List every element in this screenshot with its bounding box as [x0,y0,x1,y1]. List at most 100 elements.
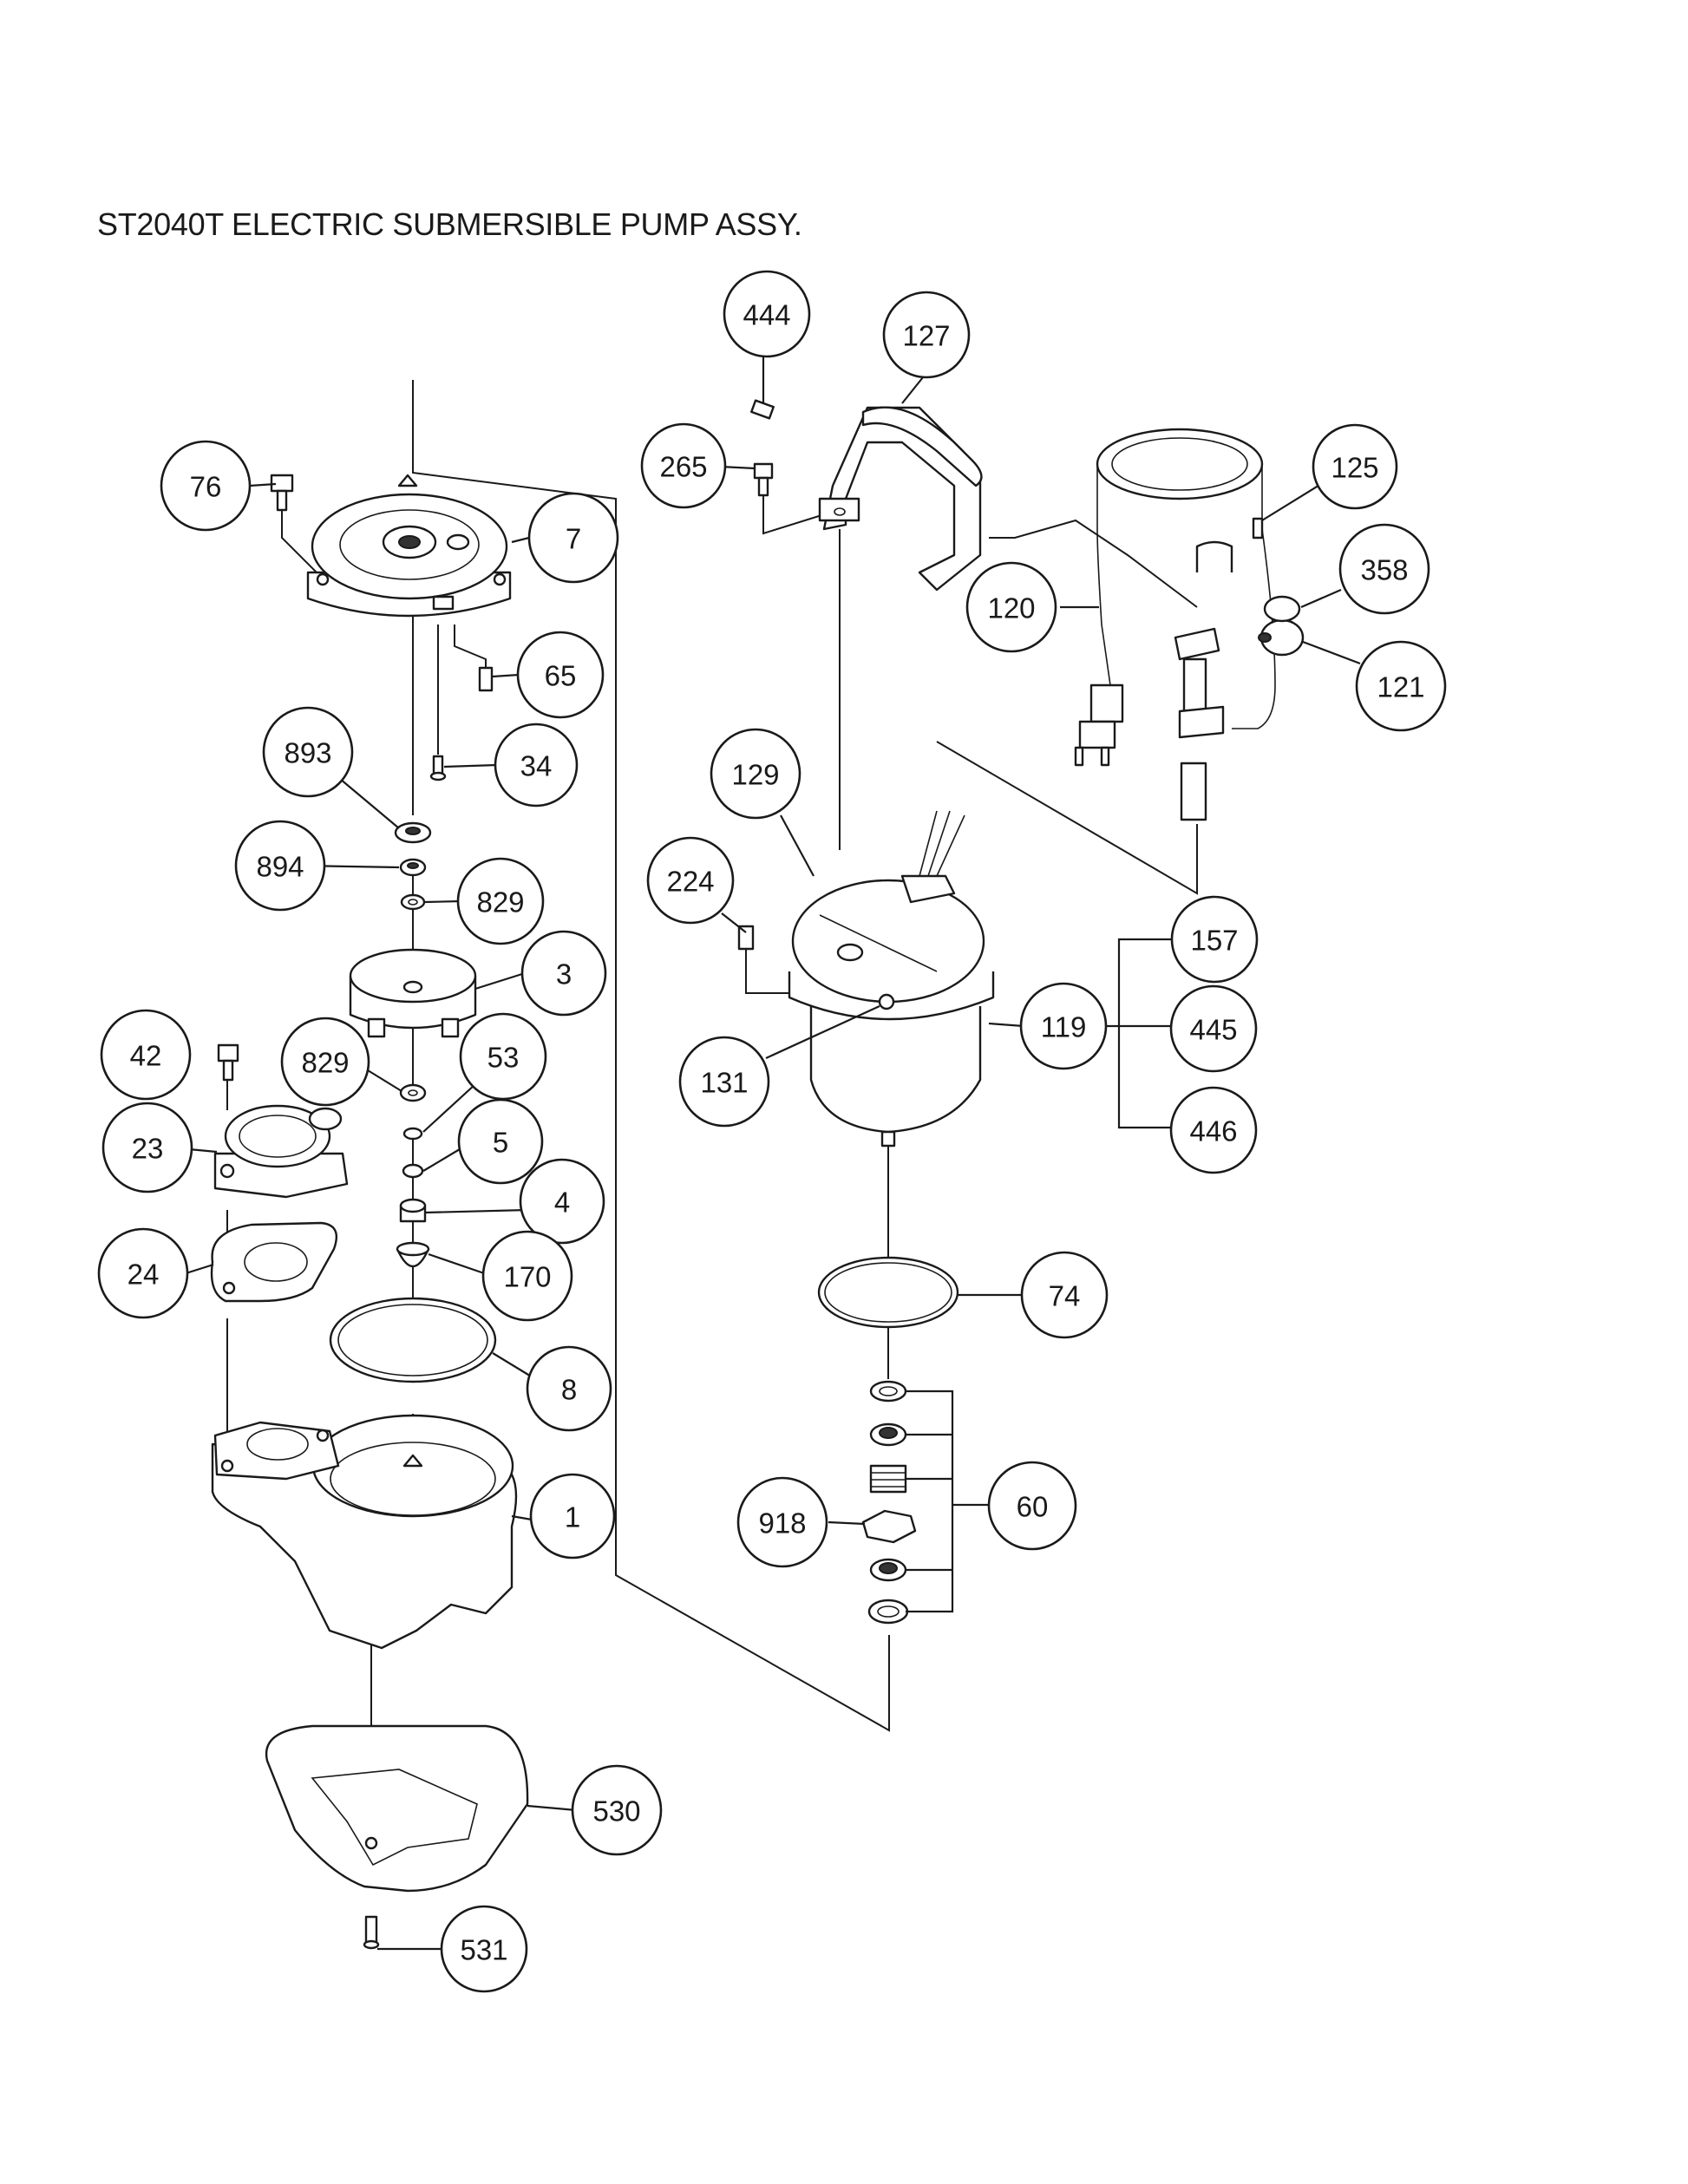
cap-170-part [396,1241,430,1267]
callout-127: 127 [882,291,971,379]
callout-445: 445 [1169,984,1258,1073]
callout-444: 444 [723,270,811,358]
callout-65: 65 [516,631,605,719]
callout-829: 829 [456,857,545,945]
callout-894: 894 [234,820,326,912]
screw-125-part [1252,517,1264,539]
washer-stack-part [394,821,432,911]
svg-text:358: 358 [1360,554,1408,586]
screw-65-part [478,666,494,692]
motor-housing-119-part [788,810,995,1148]
svg-text:129: 129 [731,759,779,791]
assembly-axis-lines [226,380,1198,1839]
svg-text:4: 4 [554,1187,570,1219]
svg-text:5: 5 [493,1127,508,1159]
svg-text:76: 76 [190,471,222,503]
svg-text:829: 829 [301,1047,349,1079]
small-parts-stack [399,1083,427,1223]
impeller-part [349,948,477,1038]
callout-446: 446 [1169,1086,1258,1174]
svg-text:918: 918 [758,1507,806,1540]
strainer-plate-part [265,1724,529,1893]
svg-text:121: 121 [1377,671,1424,703]
svg-text:53: 53 [487,1042,520,1074]
callout-8: 8 [526,1345,612,1432]
callout-120: 120 [965,561,1057,653]
svg-text:445: 445 [1189,1014,1237,1046]
callout-76: 76 [160,440,252,532]
callout-42: 42 [100,1009,192,1101]
bolt-265-part [753,462,774,497]
callout-24: 24 [97,1227,189,1319]
callout-265: 265 [640,422,727,509]
callout-170: 170 [481,1230,573,1322]
svg-text:3: 3 [556,958,572,991]
callouts: 76 7 65 34 893 894 829 3 42 829 53 23 5 … [97,270,1447,1993]
callout-74: 74 [1020,1251,1109,1339]
screw-444-part [750,399,775,420]
callout-119: 119 [1019,982,1108,1070]
callout-893: 893 [262,706,354,798]
callout-829: 829 [280,1017,370,1107]
callout-5: 5 [457,1098,544,1185]
svg-text:893: 893 [284,737,331,769]
callout-60: 60 [987,1461,1077,1551]
callout-531: 531 [440,1905,528,1993]
callout-4: 4 [519,1158,605,1245]
handle-127-part [818,406,983,592]
mechanical-seal-60-part [861,1380,917,1625]
svg-text:74: 74 [1049,1280,1081,1312]
diagram-title: ST2040T ELECTRIC SUBMERSIBLE PUMP ASSY. [97,206,802,242]
callout-918: 918 [736,1476,828,1568]
svg-text:120: 120 [987,592,1035,624]
svg-text:1: 1 [565,1501,580,1533]
svg-text:170: 170 [503,1261,551,1293]
svg-text:131: 131 [700,1067,748,1099]
screw-531-part [363,1915,380,1950]
callout-157: 157 [1170,895,1259,984]
svg-text:7: 7 [566,523,581,555]
callout-224: 224 [646,836,735,925]
svg-text:8: 8 [561,1374,577,1406]
svg-text:119: 119 [1041,1011,1087,1043]
callout-121: 121 [1355,640,1447,732]
callout-129: 129 [710,728,801,820]
pump-casing-part [211,1414,518,1650]
callout-7: 7 [527,492,619,584]
callout-358: 358 [1338,523,1430,615]
o-ring-8-part [329,1297,497,1383]
callout-3: 3 [520,930,607,1017]
svg-text:446: 446 [1189,1115,1237,1148]
svg-text:42: 42 [130,1040,162,1072]
callout-23: 23 [101,1102,193,1193]
svg-text:127: 127 [902,320,950,352]
callout-53: 53 [459,1012,547,1101]
callout-leaders [180,353,1361,1951]
svg-text:23: 23 [132,1133,164,1165]
callout-125: 125 [1312,423,1398,510]
svg-text:829: 829 [476,886,524,919]
o-ring-74-part [817,1256,959,1329]
svg-text:531: 531 [460,1934,507,1966]
svg-text:60: 60 [1017,1491,1049,1523]
flange-23-part [213,1104,349,1199]
svg-text:530: 530 [592,1795,640,1828]
callout-1: 1 [529,1473,616,1560]
gasket-24-part [210,1221,338,1303]
callout-530: 530 [571,1764,663,1856]
callout-34: 34 [494,723,579,808]
svg-text:34: 34 [520,750,553,782]
svg-text:265: 265 [659,451,707,483]
cable-clamp-121-part [1174,540,1305,821]
svg-text:125: 125 [1331,452,1378,484]
svg-text:24: 24 [128,1259,160,1291]
bolt-42-part [217,1043,239,1082]
svg-text:224: 224 [666,866,714,898]
power-cable-120-part [1074,428,1276,767]
svg-text:157: 157 [1190,925,1238,957]
svg-text:894: 894 [256,851,304,883]
screw-34-part [429,755,447,781]
svg-text:65: 65 [545,660,577,692]
screw-224-part [737,925,755,951]
